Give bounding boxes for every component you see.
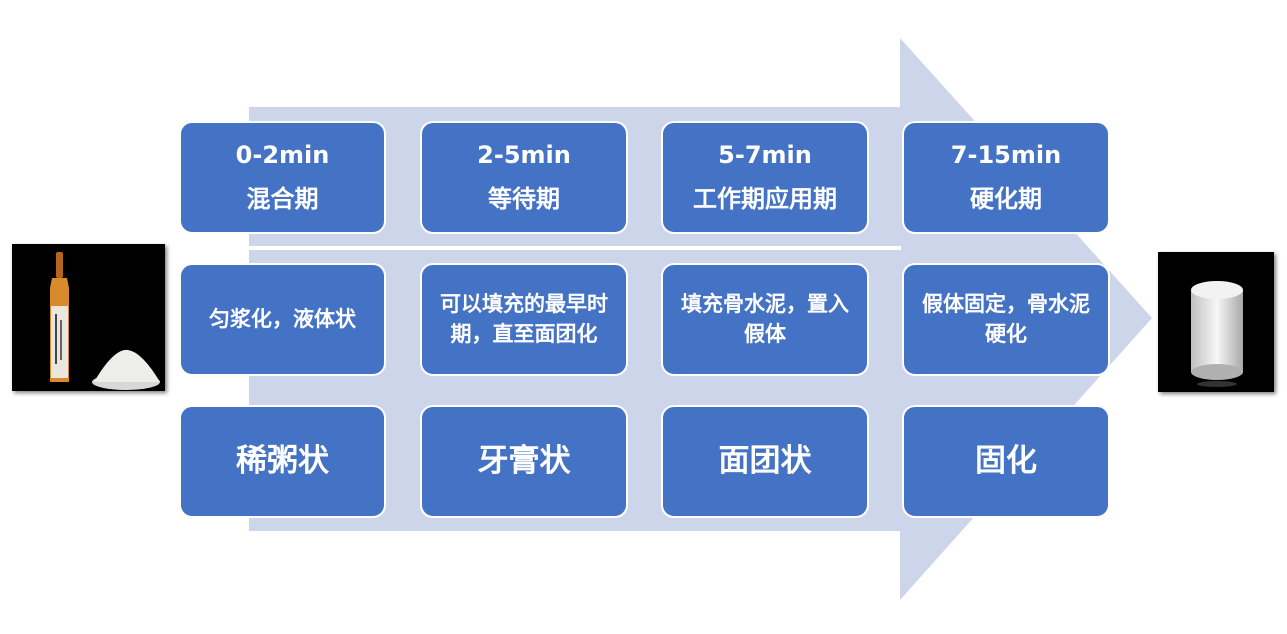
stage-1-description: 匀浆化，液体状 [209, 306, 356, 331]
stage-1-description-box: 匀浆化，液体状 [179, 263, 386, 376]
stage-1-time: 0-2min [235, 141, 330, 170]
stage-4-time: 7-15min [950, 141, 1062, 170]
stage-4-phase: 硬化期 [970, 184, 1042, 213]
stage-3-description-box: 填充骨水泥，置入假体 [661, 263, 869, 376]
left-photo [12, 244, 165, 391]
stage-4-header: 7-15min 硬化期 [902, 121, 1110, 234]
arrow-divider [249, 246, 901, 250]
stage-3-header: 5-7min 工作期应用期 [661, 121, 869, 234]
stage-2-state-box: 牙膏状 [420, 405, 628, 518]
stage-3-phase: 工作期应用期 [693, 184, 837, 213]
stage-4-state-box: 固化 [902, 405, 1110, 518]
stage-4-state: 固化 [975, 443, 1037, 480]
right-photo [1158, 252, 1274, 392]
stage-1-state: 稀粥状 [236, 443, 329, 480]
stage-2-description: 可以填充的最早时期，直至面团化 [440, 292, 608, 346]
stage-2-time: 2-5min [477, 141, 571, 170]
stage-2-description-box: 可以填充的最早时期，直至面团化 [420, 263, 628, 376]
stage-1-phase: 混合期 [246, 184, 319, 213]
stage-2-phase: 等待期 [488, 184, 560, 213]
stage-2-header: 2-5min 等待期 [420, 121, 628, 234]
stage-3-state: 面团状 [718, 443, 812, 480]
stage-3-state-box: 面团状 [661, 405, 869, 518]
stage-3-time: 5-7min [718, 141, 812, 170]
stage-3-description: 填充骨水泥，置入假体 [681, 292, 849, 346]
stage-1-state-box: 稀粥状 [179, 405, 386, 518]
stage-2-state: 牙膏状 [477, 443, 571, 480]
stage-1-header: 0-2min 混合期 [179, 121, 386, 234]
stage-4-description: 假体固定，骨水泥硬化 [922, 292, 1090, 346]
stage-4-description-box: 假体固定，骨水泥硬化 [902, 263, 1110, 376]
